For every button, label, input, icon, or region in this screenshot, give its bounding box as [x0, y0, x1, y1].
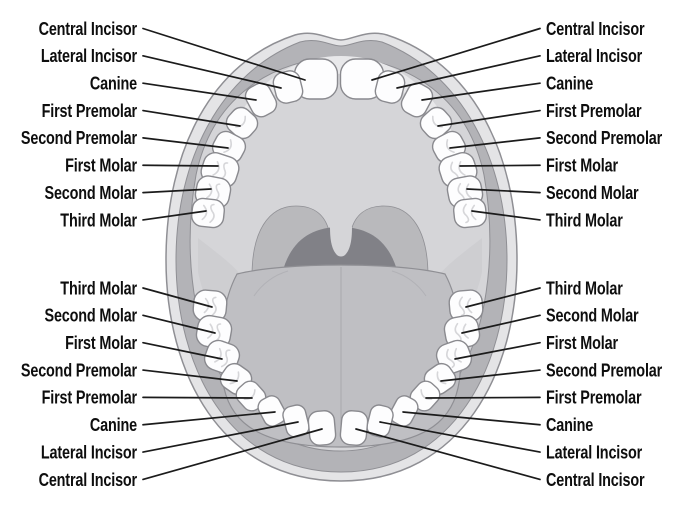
- label-upper-left-second-premolar: Second Premolar: [21, 128, 137, 148]
- leader-lower-left-second-premolar: [142, 369, 238, 382]
- uvula: [330, 227, 352, 257]
- tooth-fissure: [243, 389, 256, 400]
- leader-lower-right-third-molar: [465, 287, 541, 308]
- tooth-fissure: [205, 183, 221, 203]
- label-upper-right-canine: Canine: [546, 74, 593, 94]
- leader-upper-left-central-incisor: [142, 27, 306, 81]
- label-upper-right-third-molar: Third Molar: [546, 210, 623, 230]
- label-upper-right-central-incisor: Central Incisor: [546, 19, 645, 39]
- label-upper-left-third-molar: Third Molar: [60, 210, 137, 230]
- leader-lower-left-second-molar: [142, 314, 216, 334]
- label-lower-left-central-incisor: Central Incisor: [39, 470, 138, 490]
- label-lower-left-first-molar: First Molar: [65, 333, 137, 353]
- label-lower-left-second-molar: Second Molar: [45, 306, 138, 326]
- label-lower-right-central-incisor: Central Incisor: [546, 470, 645, 490]
- label-lower-left-first-premolar: First Premolar: [42, 388, 138, 408]
- label-lower-right-third-molar: Third Molar: [546, 278, 623, 298]
- tooth-upper-right-third-molar: [452, 197, 488, 229]
- label-upper-right-second-premolar: Second Premolar: [546, 128, 662, 148]
- leader-upper-right-canine: [421, 82, 541, 101]
- tooth-lower-left-canine: [257, 395, 287, 427]
- tooth-fissure: [420, 389, 433, 400]
- label-lower-left-lateral-incisor: Lateral Incisor: [41, 442, 137, 462]
- label-lower-right-first-premolar: First Premolar: [546, 388, 642, 408]
- tooth-upper-right-canine: [400, 82, 434, 118]
- label-upper-left-second-molar: Second Molar: [45, 183, 138, 203]
- label-upper-left-canine: Canine: [90, 74, 137, 94]
- leader-lower-left-canine: [142, 411, 276, 426]
- label-lower-right-canine: Canine: [546, 415, 593, 435]
- leader-lower-right-lateral-incisor: [379, 421, 541, 453]
- label-lower-left-second-premolar: Second Premolar: [21, 360, 137, 380]
- leader-lower-left-third-molar: [142, 287, 213, 308]
- leader-upper-right-lateral-incisor: [396, 54, 541, 89]
- mouth-anatomy: [165, 32, 518, 482]
- label-lower-right-second-molar: Second Molar: [546, 306, 639, 326]
- tooth-fissure: [462, 203, 477, 224]
- leader-lower-left-central-incisor: [142, 428, 323, 481]
- leader-lines: [142, 27, 541, 481]
- label-upper-left-central-incisor: Central Incisor: [39, 19, 138, 39]
- tooth-upper-right-lateral-incisor: [374, 70, 406, 104]
- tooth-fissure: [446, 347, 462, 368]
- tooth-upper-left-first-premolar: [225, 106, 259, 140]
- leader-upper-left-second-premolar: [142, 137, 229, 149]
- tooth-lower-right-central-incisor: [339, 410, 369, 446]
- leader-upper-right-first-molar: [459, 164, 541, 167]
- tooth-fissure: [223, 139, 232, 154]
- leader-lower-right-second-molar: [461, 314, 541, 334]
- tooth-upper-left-canine: [244, 82, 278, 118]
- leader-upper-right-second-premolar: [449, 137, 541, 149]
- label-upper-right-second-molar: Second Molar: [546, 183, 639, 203]
- label-lower-left-third-molar: Third Molar: [60, 278, 137, 298]
- leader-upper-left-second-molar: [142, 188, 212, 194]
- tooth-fissure: [235, 115, 246, 128]
- leader-upper-right-first-premolar: [437, 109, 541, 127]
- leader-upper-left-canine: [142, 82, 257, 101]
- tongue-crease-right: [391, 270, 427, 297]
- leader-upper-left-first-premolar: [142, 109, 241, 127]
- leader-upper-left-first-molar: [142, 164, 219, 167]
- leader-lower-right-central-incisor: [355, 428, 541, 481]
- leader-upper-left-lateral-incisor: [142, 54, 282, 89]
- label-upper-right-first-premolar: First Premolar: [546, 101, 642, 121]
- leader-lower-right-canine: [402, 411, 541, 426]
- leader-upper-right-central-incisor: [371, 27, 541, 81]
- tooth-fissure: [436, 371, 447, 385]
- tooth-lower-right-canine: [389, 395, 419, 427]
- tooth-fissure: [229, 371, 240, 385]
- tooth-fissure: [446, 139, 455, 154]
- label-lower-right-lateral-incisor: Lateral Incisor: [546, 442, 642, 462]
- leader-upper-right-second-molar: [466, 188, 541, 194]
- leader-upper-right-third-molar: [471, 210, 541, 221]
- label-lower-right-first-molar: First Molar: [546, 333, 618, 353]
- label-upper-left-first-premolar: First Premolar: [42, 101, 138, 121]
- tongue-crease-left: [253, 270, 289, 297]
- label-lower-right-second-premolar: Second Premolar: [546, 360, 662, 380]
- leader-lower-right-first-premolar: [425, 396, 541, 399]
- tooth-fissure: [432, 115, 443, 128]
- leader-lower-right-second-premolar: [440, 369, 541, 382]
- leader-upper-left-third-molar: [142, 210, 207, 221]
- tooth-lower-left-central-incisor: [307, 410, 337, 446]
- tooth-fissure: [201, 203, 215, 224]
- label-upper-right-first-molar: First Molar: [546, 156, 618, 176]
- leader-lower-left-lateral-incisor: [142, 421, 299, 453]
- tooth-upper-left-third-molar: [190, 197, 226, 229]
- leader-lower-right-first-molar: [454, 341, 541, 360]
- label-lower-left-canine: Canine: [90, 415, 137, 435]
- label-upper-right-lateral-incisor: Lateral Incisor: [546, 46, 642, 66]
- label-upper-left-first-molar: First Molar: [65, 156, 137, 176]
- tooth-upper-left-lateral-incisor: [272, 70, 304, 104]
- leader-lower-left-first-premolar: [142, 396, 253, 399]
- leader-lower-left-first-molar: [142, 341, 223, 360]
- teeth-layer: [190, 58, 488, 446]
- label-upper-left-lateral-incisor: Lateral Incisor: [41, 46, 137, 66]
- tooth-fissure: [212, 160, 229, 181]
- tooth-fissure: [214, 347, 231, 368]
